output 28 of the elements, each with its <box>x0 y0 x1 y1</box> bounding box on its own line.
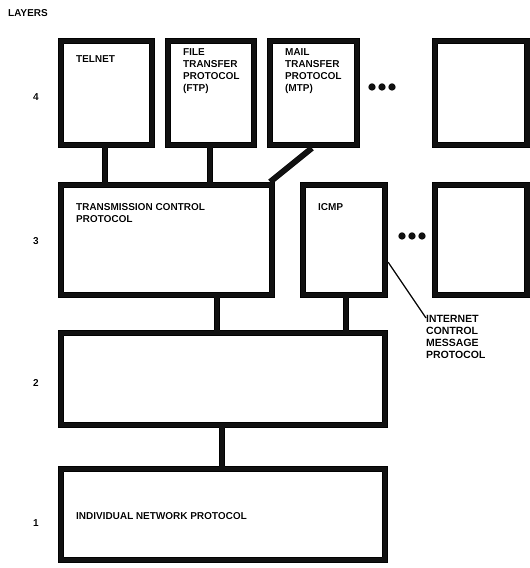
protocol-name: MAIL TRANSFER PROTOCOL (MTP) <box>284 46 342 95</box>
protocol-box <box>300 182 388 298</box>
protocol-name: TRANSMISSION CONTROL PROTOCOL <box>75 201 206 226</box>
empty-box <box>58 330 388 428</box>
layer-number: 4 <box>33 92 39 103</box>
protocol-name: TELNET <box>75 53 116 66</box>
layer-number: 3 <box>33 236 39 247</box>
leader-line <box>387 262 427 318</box>
callout-text: INTERNET CONTROL MESSAGE PROTOCOL <box>426 313 486 361</box>
axis-title: LAYERS <box>8 8 48 19</box>
connector-line <box>268 146 314 184</box>
connector-line <box>102 148 108 182</box>
connector-line <box>219 428 225 466</box>
connector-line <box>207 148 213 182</box>
protocol-box <box>165 38 257 148</box>
empty-box <box>432 182 530 298</box>
protocol-box <box>267 38 360 148</box>
connector-line <box>343 298 349 330</box>
protocol-name: FILE TRANSFER PROTOCOL (FTP) <box>182 46 240 95</box>
protocol-name: ICMP <box>317 201 344 214</box>
protocol-box <box>58 466 388 563</box>
empty-box <box>432 38 530 148</box>
connector-line <box>214 298 220 330</box>
layer-number: 2 <box>33 378 39 389</box>
protocol-box <box>58 182 275 298</box>
protocol-name: INDIVIDUAL NETWORK PROTOCOL <box>75 510 248 523</box>
layer-number: 1 <box>33 518 39 529</box>
protocol-box <box>58 38 155 148</box>
